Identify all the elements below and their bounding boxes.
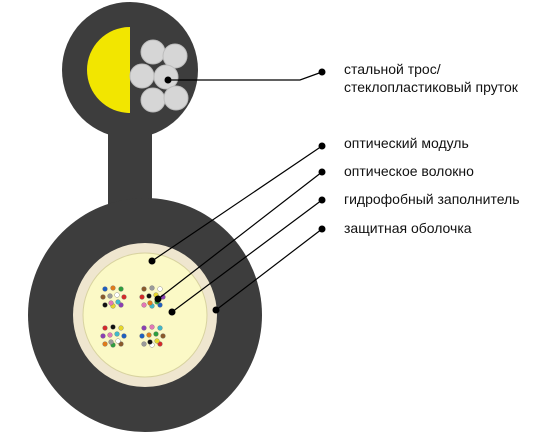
optical-fiber-dot (141, 325, 147, 331)
optical-fiber-dot (121, 294, 127, 300)
optical-fiber-dot (139, 294, 145, 300)
optical-fiber-dot (118, 286, 124, 292)
optical-module-circle (82, 252, 208, 378)
optical-fiber-dot (102, 325, 108, 331)
leader-end-dot (318, 142, 326, 150)
optical-fiber-dot (147, 300, 153, 306)
steel-rod (163, 85, 189, 111)
leader-start-dot (164, 76, 172, 84)
optical-fiber-dot (102, 341, 108, 347)
leader-end-dot (318, 68, 326, 76)
label-steel-rope-line2: стеклопластиковый пруток (344, 79, 519, 95)
fiber-group (139, 285, 166, 309)
steel-rod (129, 63, 155, 89)
label-steel-rope-line1: стальной трос/ (344, 61, 441, 77)
optical-fiber-dot (107, 293, 113, 299)
yellow-half-rod (87, 27, 130, 113)
optical-fiber-dot (102, 302, 108, 308)
optical-fiber-dot (157, 286, 163, 292)
optical-fiber-dot (100, 333, 106, 339)
messenger-section (62, 2, 198, 138)
optical-fiber-dot (149, 285, 155, 291)
optical-fiber-dot (146, 332, 152, 338)
optical-fiber-dot (115, 299, 121, 305)
leader-start-dot (154, 295, 162, 303)
optical-fiber-dot (110, 285, 116, 291)
label-hydrophobic-filler: гидрофобный заполнитель (344, 191, 520, 207)
optical-fiber-dot (114, 292, 120, 298)
optical-fiber-dot (149, 324, 155, 330)
main-cable-section (28, 198, 262, 432)
label-optical-fiber: оптическое волокно (344, 163, 474, 179)
optical-fiber-dot (141, 341, 147, 347)
leader-line-optical-fiber (157, 171, 323, 300)
fiber-group (139, 324, 166, 348)
fiber-group (100, 324, 127, 348)
optical-fiber-dot (153, 331, 159, 337)
optical-fiber-dot (121, 333, 127, 339)
optical-fiber-dot (108, 339, 114, 345)
web-neck (108, 130, 152, 210)
leader-end-dot (318, 225, 326, 233)
leader-end-dot (318, 168, 326, 176)
optical-fiber-dot (110, 324, 116, 330)
optical-fiber-dot (102, 286, 108, 292)
optical-fiber-dot (146, 293, 152, 299)
optical-fiber-dot (147, 339, 153, 345)
steel-rod (162, 43, 188, 69)
label-optical-module: оптический модуль (344, 135, 469, 151)
leader-end-dot (318, 196, 326, 204)
optical-fiber-dot (107, 332, 113, 338)
optical-fiber-dot (115, 338, 121, 344)
leader-line-steel-rope (168, 71, 323, 81)
optical-fiber-dot (139, 333, 145, 339)
optical-fiber-dot (157, 325, 163, 331)
leader-start-dot (168, 308, 176, 316)
fiber-group (100, 285, 127, 309)
optical-fiber-dot (108, 300, 114, 306)
leader-line-protective-sheath (215, 228, 323, 311)
optical-fiber-dot (160, 333, 166, 339)
optical-fiber-dot (114, 331, 120, 337)
labels: стальной трос/ стеклопластиковый пруток … (344, 61, 520, 236)
leader-line-hydrophobic-filler (171, 199, 323, 313)
optical-fiber-dot (100, 294, 106, 300)
steel-rod (153, 64, 179, 90)
leader-start-dot (212, 306, 220, 314)
steel-rod (140, 39, 166, 65)
leader-start-dot (148, 257, 156, 265)
optical-fiber-dot (154, 338, 160, 344)
label-protective-sheath: защитная оболочка (344, 220, 472, 236)
fiber-groups (100, 285, 166, 348)
steel-rod-bundle (129, 39, 189, 113)
steel-rod (140, 87, 166, 113)
optical-fiber-dot (141, 286, 147, 292)
optical-fiber-dot (118, 325, 124, 331)
leader-line-optical-module (151, 145, 323, 262)
leader-lines (148, 68, 326, 316)
optical-fiber-dot (141, 302, 147, 308)
